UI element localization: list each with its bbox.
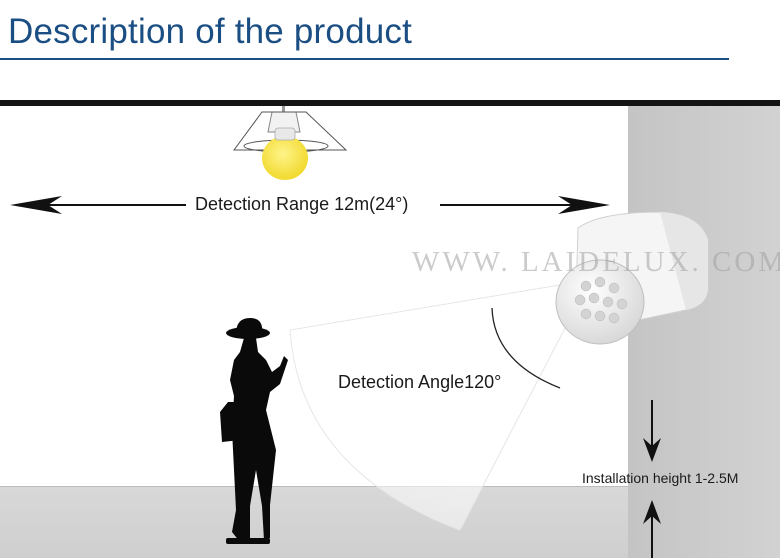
range-arrow-left	[10, 196, 186, 214]
page-title: Description of the product	[8, 12, 413, 51]
watermark: WWW. LAIDELUX. COM	[412, 246, 780, 278]
pendant-lamp-icon	[233, 106, 348, 180]
detection-angle-arc	[491, 307, 561, 389]
detection-beam	[290, 280, 590, 530]
range-arrow-right	[440, 196, 610, 214]
title-underline	[0, 58, 729, 60]
person-silhouette-icon	[220, 318, 288, 544]
installation-height-label: Installation height 1-2.5M	[582, 470, 739, 486]
height-arrow-up	[643, 500, 661, 558]
detection-range-label: Detection Range 12m(24°)	[191, 194, 413, 215]
pir-motion-sensor-icon	[555, 211, 709, 345]
detection-angle-label: Detection Angle120°	[338, 372, 502, 392]
floor	[0, 486, 628, 558]
ceiling-line	[0, 100, 780, 106]
height-arrow-down	[643, 400, 661, 462]
side-wall	[628, 106, 780, 558]
